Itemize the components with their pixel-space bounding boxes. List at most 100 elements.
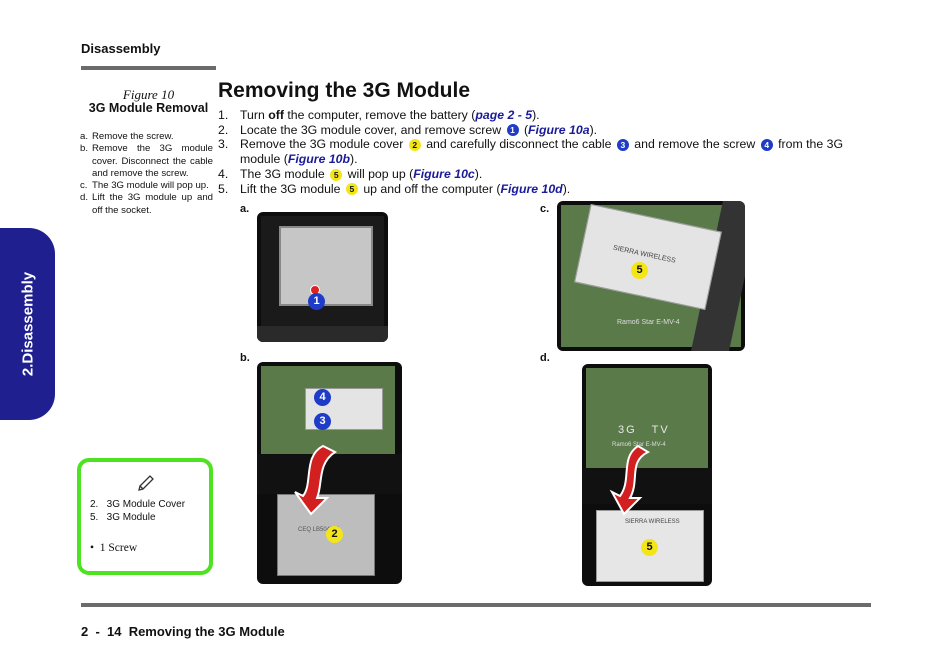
callout-badge-3: 3 bbox=[616, 139, 629, 152]
chassis-edge bbox=[257, 326, 388, 342]
module-cover bbox=[279, 226, 373, 306]
text: ). bbox=[474, 166, 483, 181]
emphasis: off bbox=[268, 108, 284, 122]
text: Locate the 3G module cover, and remove s… bbox=[240, 122, 505, 137]
instruction-number: 4. bbox=[218, 166, 229, 181]
footer-divider bbox=[81, 603, 871, 607]
figure-step: a.Remove the screw. bbox=[80, 131, 213, 143]
instruction-item: 3. Remove the 3G module cover 2 and care… bbox=[218, 137, 858, 166]
text: and carefully disconnect the cable bbox=[422, 137, 615, 152]
step-label: c. bbox=[80, 180, 88, 192]
parts-list-item: 5. 3G Module bbox=[90, 512, 156, 523]
marker-2: 2 bbox=[326, 526, 343, 543]
parts-note-box: 2. 3G Module Cover 5. 3G Module • 1 Scre… bbox=[77, 458, 213, 575]
figure-step: d.Lift the 3G module up and off the sock… bbox=[80, 192, 213, 217]
step-label: a. bbox=[80, 131, 89, 142]
text: Lift the 3G module bbox=[240, 181, 344, 196]
marker-5: 5 bbox=[631, 262, 648, 279]
text: ( bbox=[520, 122, 529, 137]
removal-arrow-icon bbox=[294, 444, 337, 516]
card-label-text: SIERRA WIRELESS bbox=[612, 244, 677, 265]
header-divider bbox=[81, 66, 216, 70]
pencil-icon bbox=[138, 475, 154, 491]
board-silkscreen-text: 3G TV bbox=[618, 424, 670, 436]
instruction-item: 4. The 3G module 5 will pop up (Figure 1… bbox=[218, 167, 858, 182]
instruction-item: 2. Locate the 3G module cover, and remov… bbox=[218, 123, 858, 138]
instruction-number: 3. bbox=[218, 137, 229, 152]
figure-reference-link[interactable]: Figure 10b bbox=[287, 152, 351, 167]
text: from the 3G module ( bbox=[240, 137, 844, 167]
photo-figure-b: CEQ LB5045-F 4 3 2 bbox=[257, 362, 402, 584]
marker-3: 3 bbox=[314, 413, 331, 430]
step-text: Lift the 3G module up and off the socket… bbox=[92, 192, 213, 216]
step-text: Remove the 3G module cover. Disconnect t… bbox=[92, 143, 213, 179]
figure-reference-link[interactable]: Figure 10a bbox=[528, 122, 590, 137]
parts-list-item: 2. 3G Module Cover bbox=[90, 499, 186, 510]
text: The 3G module bbox=[240, 166, 329, 181]
marker-1: 1 bbox=[308, 293, 325, 310]
lift-arrow-icon bbox=[609, 444, 651, 516]
text: ). bbox=[532, 108, 540, 122]
laptop-chassis bbox=[257, 454, 402, 494]
step-text: Remove the screw. bbox=[92, 131, 174, 142]
text: will pop up ( bbox=[344, 166, 414, 181]
marker-4: 4 bbox=[314, 389, 331, 406]
instruction-number: 1. bbox=[218, 108, 229, 122]
chapter-side-tab[interactable]: 2.Disassembly bbox=[0, 228, 55, 420]
photo-figure-a: 1 bbox=[257, 212, 388, 342]
figure-steps: a.Remove the screw. b.Remove the 3G modu… bbox=[80, 131, 213, 217]
callout-badge-2: 2 bbox=[408, 139, 421, 152]
page-footer: 2 - 14 Removing the 3G Module bbox=[81, 624, 285, 639]
text: ). bbox=[350, 152, 358, 167]
instruction-text: Turn off the computer, remove the batter… bbox=[240, 108, 858, 123]
parts-list: 2. 3G Module Cover 5. 3G Module bbox=[90, 498, 185, 524]
figure-c-label: c. bbox=[540, 203, 550, 215]
callout-badge-5: 5 bbox=[330, 168, 343, 181]
text: up and off the computer ( bbox=[359, 181, 501, 196]
text: ). bbox=[562, 181, 571, 196]
figure-reference-link[interactable]: Figure 10c bbox=[413, 166, 475, 181]
bullet: • bbox=[90, 542, 95, 554]
step-text: The 3G module will pop up. bbox=[92, 180, 209, 192]
step-label: b. bbox=[80, 143, 89, 155]
figure-reference-link[interactable]: Figure 10d bbox=[500, 181, 563, 196]
callout-badge-4: 4 bbox=[760, 139, 773, 152]
figure-step: b.Remove the 3G module cover. Disconnect… bbox=[80, 143, 213, 180]
instruction-item: 5. Lift the 3G module 5 up and off the c… bbox=[218, 182, 858, 197]
instruction-text: Remove the 3G module cover 2 and careful… bbox=[240, 137, 858, 166]
instruction-text: Locate the 3G module cover, and remove s… bbox=[240, 123, 858, 138]
board-silkscreen-subtext: Ramo6 Star E-MV-4 bbox=[612, 442, 666, 448]
screw-count: • 1 Screw bbox=[90, 542, 137, 554]
screw-count-text: 1 Screw bbox=[99, 542, 138, 554]
page-reference-link[interactable]: page 2 - 5 bbox=[475, 108, 533, 122]
figure-a-label: a. bbox=[240, 203, 250, 215]
side-tab-label: 2.Disassembly bbox=[19, 271, 36, 377]
figure-step: c. The 3G module will pop up. bbox=[80, 180, 213, 192]
cover-label-text: CEQ LB5045-F bbox=[298, 527, 340, 533]
figure-b-label: b. bbox=[240, 352, 250, 364]
text: Remove the 3G module cover bbox=[240, 137, 407, 152]
laptop-chassis bbox=[582, 468, 712, 504]
instruction-text: Lift the 3G module 5 up and off the comp… bbox=[240, 182, 858, 197]
instruction-list: 1. Turn off the computer, remove the bat… bbox=[218, 108, 858, 196]
card-label-text: SIERRA WIRELESS bbox=[625, 519, 680, 525]
marker-5: 5 bbox=[641, 539, 658, 556]
instruction-number: 2. bbox=[218, 122, 229, 137]
figure-title: 3G Module Removal bbox=[88, 101, 209, 115]
figure-number: Figure 10 bbox=[122, 87, 175, 102]
instruction-text: The 3G module 5 will pop up (Figure 10c)… bbox=[240, 167, 858, 182]
callout-badge-1: 1 bbox=[506, 124, 519, 137]
text: and remove the screw bbox=[630, 137, 759, 152]
photo-figure-c: SIERRA WIRELESS Ramo6 Star E-MV-4 5 bbox=[557, 201, 745, 351]
page-title: Removing the 3G Module bbox=[218, 79, 471, 102]
figure-d-label: d. bbox=[540, 352, 550, 364]
text: the computer, remove the battery ( bbox=[283, 108, 476, 122]
instruction-item: 1. Turn off the computer, remove the bat… bbox=[218, 108, 858, 123]
board-silkscreen-text: Ramo6 Star E-MV-4 bbox=[617, 319, 680, 326]
text: ). bbox=[589, 122, 598, 137]
step-label: d. bbox=[80, 192, 89, 204]
photo-figure-d: 3G TV Ramo6 Star E-MV-4 SIERRA WIRELESS … bbox=[582, 364, 712, 586]
text: Turn bbox=[240, 108, 269, 122]
section-header: Disassembly bbox=[81, 41, 161, 56]
instruction-number: 5. bbox=[218, 181, 229, 196]
